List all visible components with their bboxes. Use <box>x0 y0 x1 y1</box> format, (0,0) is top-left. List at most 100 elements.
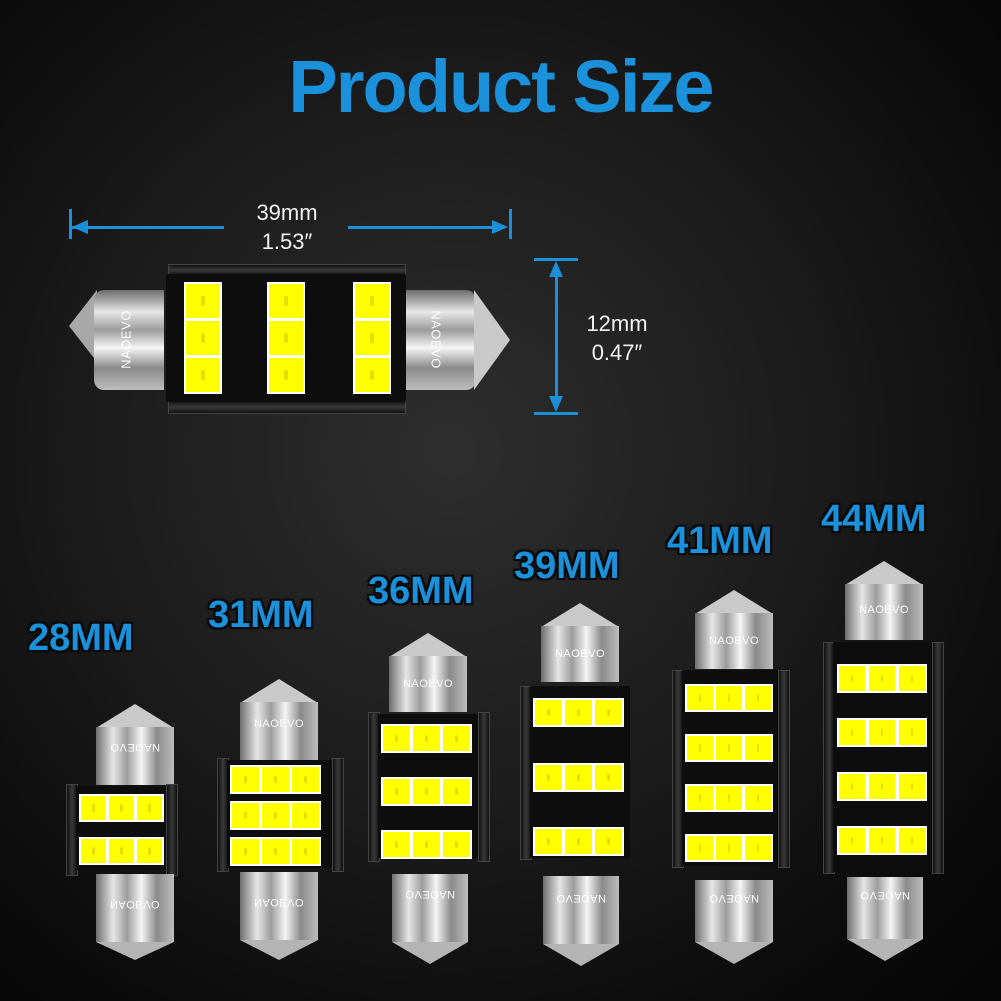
led-chip <box>867 718 897 747</box>
size-label-39mm: 39MM <box>514 545 620 587</box>
bulb-tip-top <box>96 704 174 728</box>
led-chip <box>897 826 927 855</box>
bulb-cap-bottom: NAOEVO <box>847 877 923 939</box>
dimension-line-left <box>72 226 224 229</box>
bulb-tip-bottom <box>695 942 773 964</box>
led-chip <box>837 772 867 801</box>
bulb-cap-bottom: NAOEVO <box>695 880 773 942</box>
bulb-tip-top <box>541 603 619 627</box>
led-chip <box>230 837 261 866</box>
led-chip <box>290 837 321 866</box>
led-chip <box>867 826 897 855</box>
led-chip <box>260 765 291 794</box>
led-board <box>682 670 778 866</box>
bulb-cap-bottom: NAOEVO <box>240 872 318 940</box>
bulb-tip-bottom <box>392 942 468 964</box>
bulb-cap-top: NAOEVO <box>845 584 923 640</box>
brand-text: NAOEVO <box>428 310 444 369</box>
dimension-tick-right <box>509 209 512 239</box>
brand-text: NAOEVO <box>404 888 456 900</box>
arrow-left-icon <box>72 220 88 234</box>
bulb-tip-bottom <box>847 939 923 961</box>
bulb-cap-right: NAOEVO <box>404 290 476 390</box>
led-chip <box>533 698 564 727</box>
led-chip <box>260 801 291 830</box>
led-chip <box>533 827 564 856</box>
bulb-cap-top: NAOEVO <box>541 626 619 682</box>
bulb-tip-top <box>389 633 467 657</box>
height-label: 12mm 0.47″ <box>574 309 660 367</box>
dimension-line-right <box>348 226 493 229</box>
bulb-cap-bottom: NAOEVO <box>96 874 174 942</box>
bulb-cap-bottom: NAOEVO <box>392 874 468 942</box>
led-board <box>530 686 630 858</box>
bulb-tip-bottom <box>543 944 619 966</box>
arrow-right-icon <box>492 220 508 234</box>
brand-text: NAOEVO <box>859 889 911 901</box>
led-chip <box>107 837 136 865</box>
led-chip <box>593 763 624 792</box>
bulb-tip-left <box>69 290 97 362</box>
bulb-cap-top: NAOEVO <box>695 613 773 669</box>
height-mm: 12mm <box>586 311 648 336</box>
bulb-tip-bottom <box>240 940 318 960</box>
led-chip <box>441 777 472 806</box>
bulb-tip-top <box>845 561 923 585</box>
bulb-cap-top: NAOEVO <box>389 656 467 712</box>
brand-text: NAOEVO <box>109 741 161 753</box>
led-chip <box>867 772 897 801</box>
led-chip <box>184 319 222 357</box>
led-chip <box>897 772 927 801</box>
bulb-tip-top <box>240 679 318 703</box>
led-chip <box>897 664 927 693</box>
bulb-tip-top <box>695 590 773 614</box>
size-label-28mm: 28MM <box>28 617 134 659</box>
led-chip <box>714 734 744 762</box>
led-chip <box>743 684 773 712</box>
led-chip <box>79 794 108 822</box>
led-chip <box>230 801 261 830</box>
led-chip <box>381 830 412 859</box>
led-chip <box>260 837 291 866</box>
led-chip <box>411 724 442 753</box>
bulb-cap-top: NAOEVO <box>96 727 174 785</box>
brand-text: NAOEVO <box>708 892 760 904</box>
led-chip <box>714 784 744 812</box>
led-chip <box>290 765 321 794</box>
heatsink-rail-right <box>932 642 944 874</box>
heatsink-rail-right <box>778 670 790 868</box>
led-chip <box>714 684 744 712</box>
size-label-36mm: 36MM <box>368 570 474 612</box>
arrow-down-icon <box>549 396 563 412</box>
length-label: 39mm 1.53″ <box>226 198 348 256</box>
led-chip <box>353 356 391 394</box>
led-board <box>227 760 332 868</box>
brand-text: NAOEVO <box>253 896 305 908</box>
heatsink-rail-right <box>332 758 344 872</box>
led-board <box>166 274 406 402</box>
led-chip <box>685 684 715 712</box>
led-chip <box>353 282 391 320</box>
brand-text: NAOEVO <box>118 310 134 369</box>
led-chip <box>290 801 321 830</box>
led-chip <box>267 319 305 357</box>
led-chip <box>381 777 412 806</box>
heatsink-rail-right <box>166 784 178 876</box>
led-chip <box>441 830 472 859</box>
led-chip <box>593 827 624 856</box>
size-label-41mm: 41MM <box>667 520 773 562</box>
bulb-cap-left: NAOEVO <box>94 290 164 390</box>
led-chip <box>441 724 472 753</box>
arrow-up-icon <box>549 261 563 277</box>
led-chip <box>135 837 164 865</box>
length-inches: 1.53″ <box>261 229 313 254</box>
dimension-tick-bottom <box>534 412 578 415</box>
bulb-tip-bottom <box>96 942 174 960</box>
brand-text: NAOEVO <box>858 604 910 616</box>
brand-text: NAOEVO <box>109 898 161 910</box>
led-chip <box>267 356 305 394</box>
led-board <box>378 714 478 859</box>
size-label-44mm: 44MM <box>821 498 927 540</box>
dimension-line-vertical <box>555 275 558 397</box>
led-chip <box>685 834 715 862</box>
